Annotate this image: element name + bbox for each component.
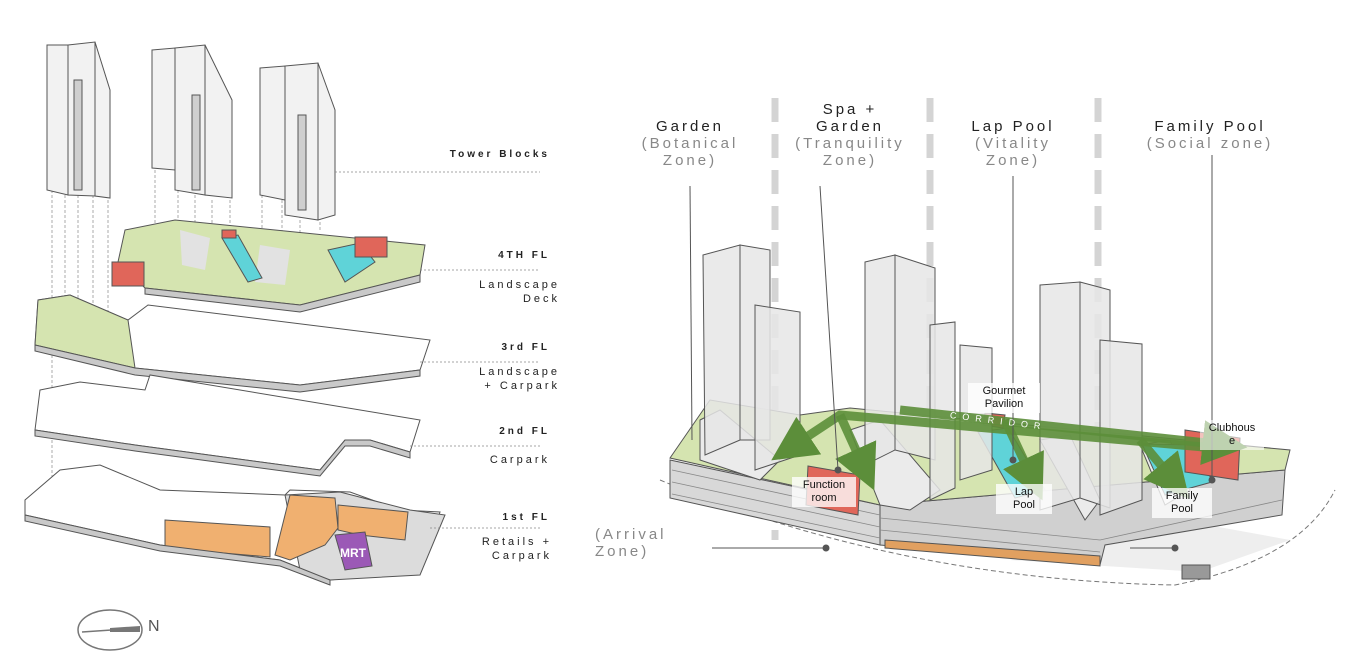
retail-strip xyxy=(884,539,1101,567)
label-1st-floor-desc-1: Retails + xyxy=(481,536,552,548)
tag-function-1: Function xyxy=(802,479,846,491)
zone-lap-sub-1: (Vitality xyxy=(975,135,1051,152)
label-tower-blocks: Tower Blocks xyxy=(449,149,550,160)
zone-spa-title-2: Garden xyxy=(815,118,885,135)
zone-family-title: Family Pool xyxy=(1154,118,1266,135)
zone-lap-title: Lap Pool xyxy=(971,118,1055,135)
tag-function-room: Function room xyxy=(792,477,856,507)
retail-block-1 xyxy=(164,519,271,558)
zone-spa-title-1: Spa + xyxy=(822,101,878,118)
label-2nd-floor: 2nd FL xyxy=(499,426,550,437)
tower-block-2 xyxy=(151,44,233,199)
corridor-arrows xyxy=(771,405,1248,501)
zone-garden-sub-2: Zone) xyxy=(662,152,718,169)
exploded-diagram xyxy=(24,41,540,651)
label-1st-floor-desc-2: Carpark xyxy=(491,550,552,562)
label-2nd-floor-desc: Carpark xyxy=(489,454,550,466)
label-3rd-floor-desc-2: + Carpark xyxy=(484,380,560,392)
floor-3-landscape-carpark xyxy=(34,294,431,393)
zone-family-sub: (Social zone) xyxy=(1146,135,1274,152)
label-3rd-floor-desc-1: Landscape xyxy=(479,366,560,378)
label-1st-floor: 1st FL xyxy=(502,512,550,523)
label-leaders xyxy=(335,171,540,529)
label-4th-floor-desc-1: Landscape xyxy=(479,279,560,291)
retail-block-2 xyxy=(274,494,339,561)
zone-garden-title: Garden xyxy=(655,118,725,135)
zone-garden-sub-1: (Botanical xyxy=(641,135,739,152)
tower-block-1 xyxy=(46,41,111,199)
tower-block-3 xyxy=(259,62,336,221)
north-compass xyxy=(77,609,143,651)
label-mrt: MRT xyxy=(340,546,366,560)
tag-club-2: e xyxy=(1228,435,1236,447)
retail-block-3 xyxy=(337,504,409,541)
mrt-block xyxy=(334,531,373,571)
clubhouse-box xyxy=(354,236,388,258)
floor-1-retails-carpark xyxy=(24,464,446,586)
tag-lap-2: Pool xyxy=(1012,499,1036,511)
tag-gourmet-pavilion: Gourmet Pavilion xyxy=(968,383,1040,413)
zone-lap-pool: Lap Pool (Vitality Zone) xyxy=(943,118,1083,169)
zone-spa-sub-2: Zone) xyxy=(822,152,878,169)
label-4th-floor: 4TH FL xyxy=(498,250,550,261)
zone-spa-sub-1: (Tranquility xyxy=(795,135,905,152)
tag-function-2: room xyxy=(811,492,837,504)
zone-lap-sub-2: Zone) xyxy=(985,152,1041,169)
leader-dots xyxy=(822,456,1216,552)
label-north: N xyxy=(148,618,160,635)
tag-family-2: Pool xyxy=(1170,503,1194,515)
tag-family-pool: Family Pool xyxy=(1152,488,1212,518)
tag-clubhouse: Clubhous e xyxy=(1200,420,1264,450)
arrival-structure xyxy=(1181,564,1211,580)
label-3rd-floor: 3rd FL xyxy=(501,342,550,353)
zone-arrival-2: Zone) xyxy=(595,543,650,560)
zone-arrival-1: (Arrival xyxy=(595,526,667,543)
tag-club-1: Clubhous xyxy=(1208,422,1256,434)
tag-lap-pool: Lap Pool xyxy=(996,484,1052,514)
zone-spa: Spa + Garden (Tranquility Zone) xyxy=(780,101,920,169)
tag-lap-1: Lap xyxy=(1014,486,1034,498)
tag-gourmet-1: Gourmet xyxy=(982,385,1026,397)
perspective-diagram xyxy=(659,98,1336,586)
tag-gourmet-2: Pavilion xyxy=(984,398,1024,410)
site-boundary xyxy=(659,479,1336,586)
zone-arrival: (Arrival Zone) xyxy=(595,526,690,560)
pavilion-box xyxy=(111,261,145,287)
floor-2-carpark xyxy=(34,374,421,477)
floor-4-landscape-deck xyxy=(111,219,426,313)
label-4th-floor-desc-2: Deck xyxy=(522,293,560,305)
tag-family-1: Family xyxy=(1165,490,1199,502)
zone-garden: Garden (Botanical Zone) xyxy=(620,118,760,169)
zone-family-pool: Family Pool (Social zone) xyxy=(1130,118,1290,152)
